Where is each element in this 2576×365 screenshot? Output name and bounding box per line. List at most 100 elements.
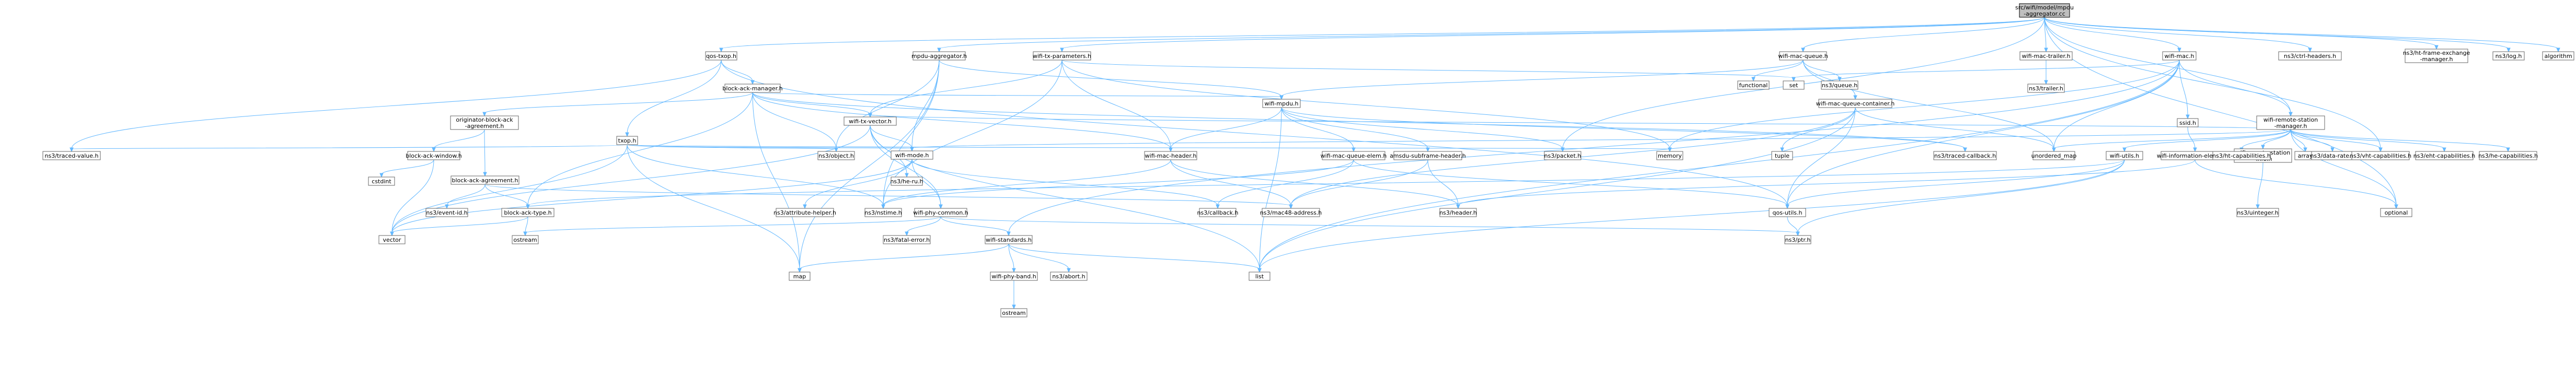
node-tx-vector[interactable]: wifi-tx-vector.h [844,116,897,126]
node-bam-window[interactable]: block-ack-window.h [406,151,462,160]
edge-block_ack_mgr-to-orig_bam [482,92,753,117]
node-tuple[interactable]: tuple [1771,151,1793,160]
node-label: qos-utils.h [1772,209,1802,216]
node-functional[interactable]: functional [1737,80,1770,90]
node-ctrl-hdr[interactable]: ns3/ctrl-headers.h [2278,51,2342,61]
node-frame-exch[interactable]: ns3/ht-frame-exchange-manager.h [2403,49,2470,63]
node-ns3-object[interactable]: ns3/object.h [817,151,855,160]
node-mac-trailer[interactable]: wifi-mac-trailer.h [2019,51,2073,61]
node-mac-header[interactable]: wifi-mac-header.h [1144,151,1197,160]
node-attribute-helper[interactable]: ns3/attribute-helper.h [773,208,836,217]
node-qos-utils[interactable]: qos-utils.h [1769,208,1806,217]
node-map[interactable]: map [789,272,811,281]
node-ns3-header[interactable]: ns3/header.h [1439,208,1477,217]
node-optional[interactable]: optional [2380,208,2412,217]
node-traced-callback[interactable]: ns3/traced-callback.h [1933,151,1997,160]
edge-qos_txop-to-txop [625,60,722,137]
node-wifi-utils[interactable]: wifi-utils.h [2106,151,2143,160]
node-ns3-queue[interactable]: ns3/queue.h [1821,80,1858,90]
edge-block_ack_agreement-to-block_ack_type [484,184,530,209]
node-ns3-packet[interactable]: ns3/packet.h [1544,151,1581,160]
node-he-cap[interactable]: ns3/he-capabilities.h [2478,151,2538,160]
node-mac-queue[interactable]: wifi-mac-queue.h [1778,51,1828,61]
edge-wifi_standards-to-map [798,243,1009,273]
node-mac-trailer-h[interactable]: ns3/trailer.h [2027,84,2065,93]
node-label: ns3/he-capabilities.h [2478,152,2538,159]
node-phy-common[interactable]: wifi-phy-common.h [913,208,968,217]
edge-mac_queue_elem-to-ns3_nstime [881,159,1354,209]
edge-wifi_mode-to-ns3_callback [911,159,1220,209]
node-vht-cap[interactable]: ns3/vht-capabilities.h [2350,151,2411,160]
node-ns3-ptr[interactable]: ns3/ptr.h [1784,235,1811,244]
node-ns3-nstime[interactable]: ns3/nstime.h [864,208,902,217]
node-label: -agreement.h [465,123,504,129]
node-wifi-standards[interactable]: wifi-standards.h [985,235,1033,244]
node-label: ostream [513,237,537,243]
node-ns3-abort[interactable]: ns3/abort.h [1050,272,1088,281]
node-label: wifi-mac-queue-elem.h [1321,152,1387,159]
node-label: wifi-utils.h [2110,152,2140,159]
edge-mac_queue-to-functional [1751,60,1804,82]
node-phy-band[interactable]: wifi-phy-band.h [990,272,1038,281]
node-block-ack-mgr[interactable]: block-ack-manager.h [722,84,783,93]
node-label: tuple [1775,152,1789,159]
node-tx-params[interactable]: wifi-tx-parameters.h [1033,51,1091,61]
node-mac-queue-elem[interactable]: wifi-mac-queue-elem.h [1321,151,1387,160]
edge-remote_station_mgr-to-data_rate [2290,129,2335,152]
node-label: wifi-mac-queue-container.h [1816,100,1895,107]
node-amsdu-sub[interactable]: amsdu-subframe-header.h [1390,151,1466,160]
node-cstdint[interactable]: cstdint [368,176,395,186]
edge-tx_params-to-memory [1061,60,1672,152]
node-wifi-mac[interactable]: wifi-mac.h [2162,51,2197,61]
edge-phy_common-to-wifi_standards [940,216,1011,237]
node-algorithm[interactable]: algorithm [2542,51,2574,61]
edge-queue_container-to-tuple [1780,107,1856,152]
node-ht-cap[interactable]: ns3/ht-capabilities.h [2212,151,2271,160]
node-ns3-log[interactable]: ns3/log.h [2492,51,2525,61]
node-remote-station-mgr[interactable]: wifi-remote-station-manager.h [2256,115,2325,130]
node-he-ru[interactable]: ns3/he-ru.h [890,176,923,186]
node-label: wifi-mac-header.h [1145,152,1197,159]
node-label: qos-txop.h [706,53,736,60]
node-label: block-ack-manager.h [722,85,782,92]
node-label: functional [1739,82,1768,89]
node-label: ns3/vht-capabilities.h [2350,152,2411,159]
node-txop[interactable]: txop.h [616,136,638,145]
node-ns3-callback[interactable]: ns3/callback.h [1197,208,1239,217]
edge-wifi_mode-to-attribute_helper [803,159,912,209]
node-qos-txop[interactable]: qos-txop.h [705,51,737,61]
node-orig-bam[interactable]: originator-block-ack-agreement.h [450,115,519,130]
edge-queue_container-to-qos_utils [1785,107,1856,209]
node-event-id[interactable]: ns3/event-id.h [425,208,468,217]
node-label: wifi-remote-station [2263,116,2318,123]
node-block-ack-type[interactable]: block-ack-type.h [501,208,555,217]
node-mac48[interactable]: ns3/mac48-address.h [1260,208,1322,217]
node-data-rate[interactable]: ns3/data-rate.h [2311,151,2355,160]
node-list[interactable]: list [1249,272,1270,281]
node-wifi-mode[interactable]: wifi-mode.h [891,150,933,160]
node-vector[interactable]: vector [378,235,406,244]
node-fatal-error[interactable]: ns3/fatal-error.h [883,235,931,244]
node-block-ack-agreement[interactable]: block-ack-agreement.h [450,175,519,185]
node-unordered-map[interactable]: unordered_map [2031,151,2077,160]
edge-root-to-tx_params [1060,17,2045,53]
node-ostream[interactable]: ostream [512,235,539,244]
node-ostream2[interactable]: ostream [1000,308,1027,317]
edge-root-to-mpdu_agg [937,17,2045,53]
node-set[interactable]: set [1783,80,1805,90]
node-memory[interactable]: memory [1656,151,1683,160]
edge-block_ack_agreement-to-event_id [445,184,486,209]
node-eht-cap[interactable]: ns3/eht-capabilities.h [2413,151,2475,160]
node-label: -aggregator.cc [2024,10,2065,17]
node-traced-value[interactable]: ns3/traced-value.h [42,151,101,160]
edge-orig_bam-to-bam_window [432,129,485,152]
node-queue-container[interactable]: wifi-mac-queue-container.h [1816,99,1895,108]
edge-remote_station_mgr-to-vht_cap [2290,129,2383,152]
node-ns3-uinteger[interactable]: ns3/uinteger.h [2236,208,2279,217]
edge-mpdu_h-to-amsdu_sub [1281,107,1430,152]
node-mpdu-agg[interactable]: mpdu-aggregator.h [911,51,967,61]
node-ssid[interactable]: ssid.h [2177,118,2199,127]
node-mpdu-h[interactable]: wifi-mpdu.h [1262,99,1301,108]
node-array[interactable]: array [2294,151,2316,160]
node-label: wifi-tx-vector.h [849,118,892,125]
